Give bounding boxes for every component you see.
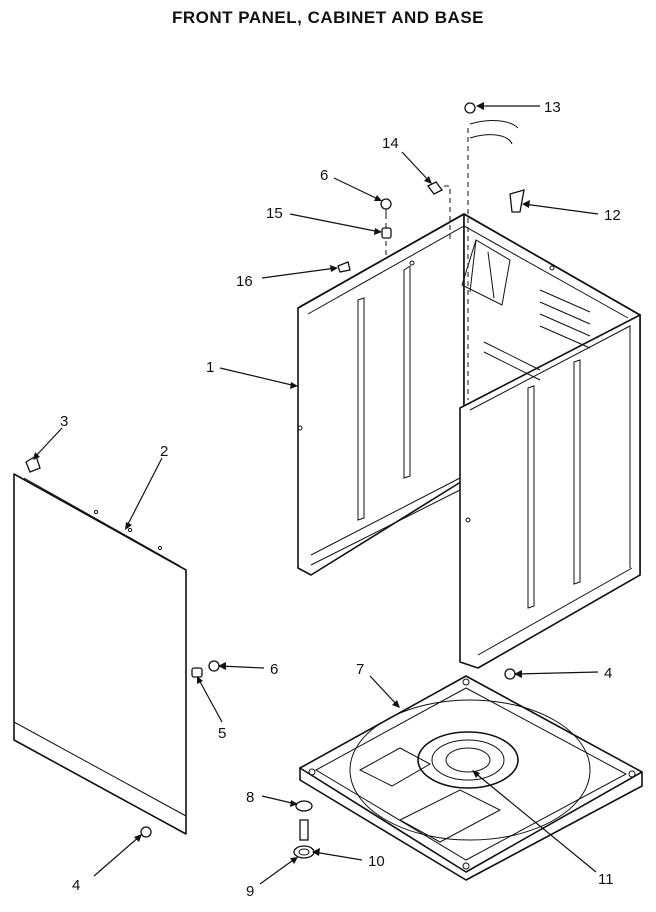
page-title: FRONT PANEL, CABINET AND BASE xyxy=(172,8,484,27)
callout-9: 9 xyxy=(246,883,254,900)
part-5-sleeve xyxy=(191,667,203,678)
part-6-screw-side xyxy=(208,660,220,672)
part-15-sleeve xyxy=(381,227,392,239)
part-9-10-foot xyxy=(293,845,315,859)
part-14-clip xyxy=(427,181,443,195)
part-16-clip xyxy=(337,261,351,273)
callout-6-top: 6 xyxy=(320,167,328,184)
part-12-bracket xyxy=(509,189,525,213)
callout-10: 10 xyxy=(368,853,385,870)
cabinet-assembly xyxy=(297,213,641,669)
callout-4-bottom: 4 xyxy=(72,877,80,894)
callout-13: 13 xyxy=(544,99,561,116)
callout-16: 16 xyxy=(236,273,253,290)
part-13-screw xyxy=(464,102,476,114)
leveling-bolt xyxy=(299,819,309,841)
part-3-clip xyxy=(25,455,41,473)
callout-5: 5 xyxy=(218,725,226,742)
part-8-nut xyxy=(295,800,313,812)
base-assembly xyxy=(299,675,643,881)
cabinet-top-rim xyxy=(297,213,641,316)
cabinet-left-side-panel xyxy=(297,213,465,576)
front-panel xyxy=(13,473,187,835)
callout-7: 7 xyxy=(356,661,364,678)
callout-4-right: 4 xyxy=(604,665,612,682)
part-6-screw-top xyxy=(380,198,392,216)
callout-1: 1 xyxy=(206,359,214,376)
callout-3: 3 xyxy=(60,413,68,430)
callout-6-side: 6 xyxy=(270,661,278,678)
part-4-screw-bottom xyxy=(140,826,152,838)
callout-14: 14 xyxy=(382,135,399,152)
callout-2: 2 xyxy=(160,443,168,460)
callout-8: 8 xyxy=(246,789,254,806)
cabinet-right-side-panel xyxy=(459,314,641,669)
part-4-screw-right xyxy=(504,668,516,680)
callout-15: 15 xyxy=(266,205,283,222)
leader-lines xyxy=(33,102,599,885)
callout-12: 12 xyxy=(604,207,621,224)
callout-11: 11 xyxy=(598,871,614,888)
